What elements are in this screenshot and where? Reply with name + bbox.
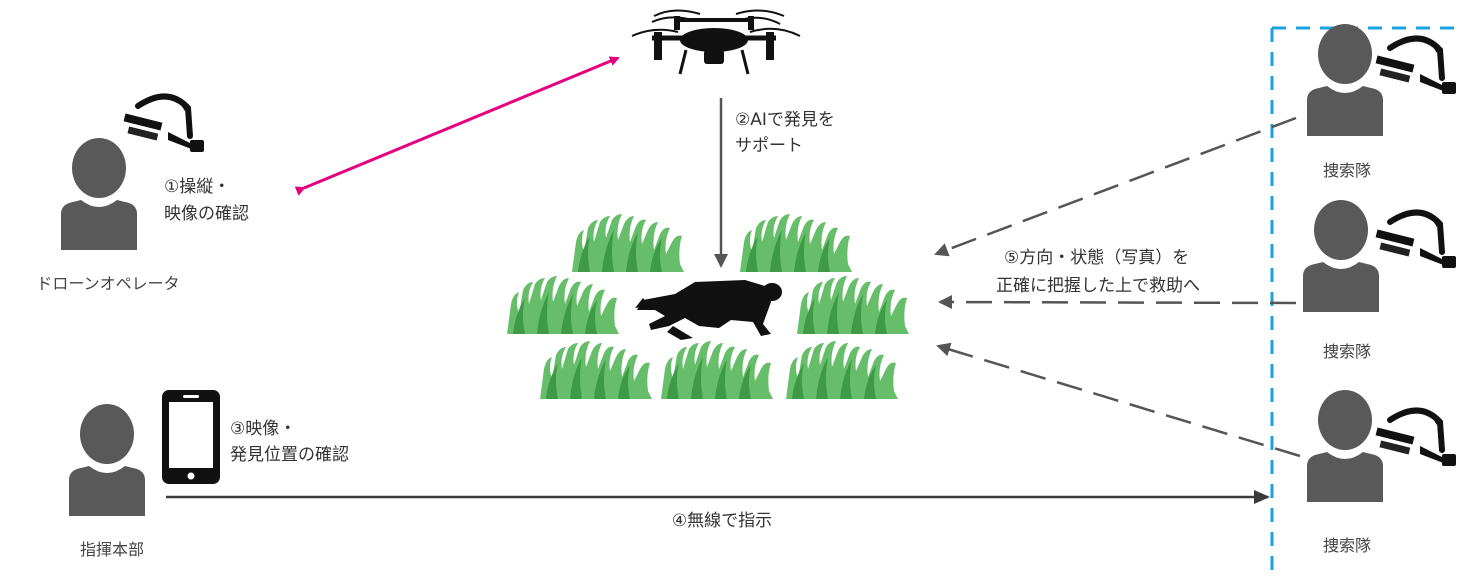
drone-icon	[631, 9, 801, 75]
operator-label: ドローンオペレータ	[36, 274, 179, 293]
grass-icon	[786, 341, 898, 399]
svg-text:⑤方向・状態（写真）を: ⑤方向・状態（写真）を	[1004, 248, 1189, 268]
grass-icon	[507, 276, 619, 334]
search-team-member-3: 捜索隊	[1307, 390, 1456, 555]
step-5-text: ⑤方向・状態（写真）を 正確に把握した上で救助へ	[996, 248, 1200, 296]
svg-text:サポート: サポート	[735, 136, 803, 156]
svg-text:捜索隊: 捜索隊	[1323, 161, 1371, 180]
svg-text:映像の確認: 映像の確認	[164, 204, 249, 224]
search-team-member-2: 捜索隊	[1303, 200, 1456, 361]
step-3-text: ③映像・ 発見位置の確認	[230, 419, 349, 465]
grass-icon	[797, 276, 909, 334]
svg-text:捜索隊: 捜索隊	[1323, 536, 1371, 555]
hq-label: 指揮本部	[80, 540, 144, 559]
drone-operator: ドローンオペレータ	[36, 96, 204, 293]
step-1-text: ①操縦・ 映像の確認	[164, 177, 249, 224]
step-4-text: ④無線で指示	[672, 511, 772, 531]
svg-text:①操縦・: ①操縦・	[164, 177, 230, 197]
search-team-member-1: 捜索隊	[1307, 24, 1456, 180]
svg-text:捜索隊: 捜索隊	[1323, 342, 1371, 361]
svg-text:正確に把握した上で救助へ: 正確に把握した上で救助へ	[996, 276, 1200, 296]
smartphone-icon	[162, 390, 220, 484]
control-arrow	[294, 56, 620, 196]
grass-icon	[740, 214, 852, 272]
victim-icon	[635, 280, 782, 340]
team-arrows	[934, 116, 1301, 458]
svg-text:発見位置の確認: 発見位置の確認	[230, 445, 349, 465]
svg-text:②AIで発見を: ②AIで発見を	[735, 110, 835, 130]
svg-text:③映像・: ③映像・	[230, 419, 296, 439]
command-hq: 指揮本部	[69, 404, 145, 559]
grass-icon	[661, 341, 773, 399]
grass-icon	[540, 341, 652, 399]
step-2-text: ②AIで発見を サポート	[735, 110, 835, 156]
grass-icon	[572, 214, 684, 272]
